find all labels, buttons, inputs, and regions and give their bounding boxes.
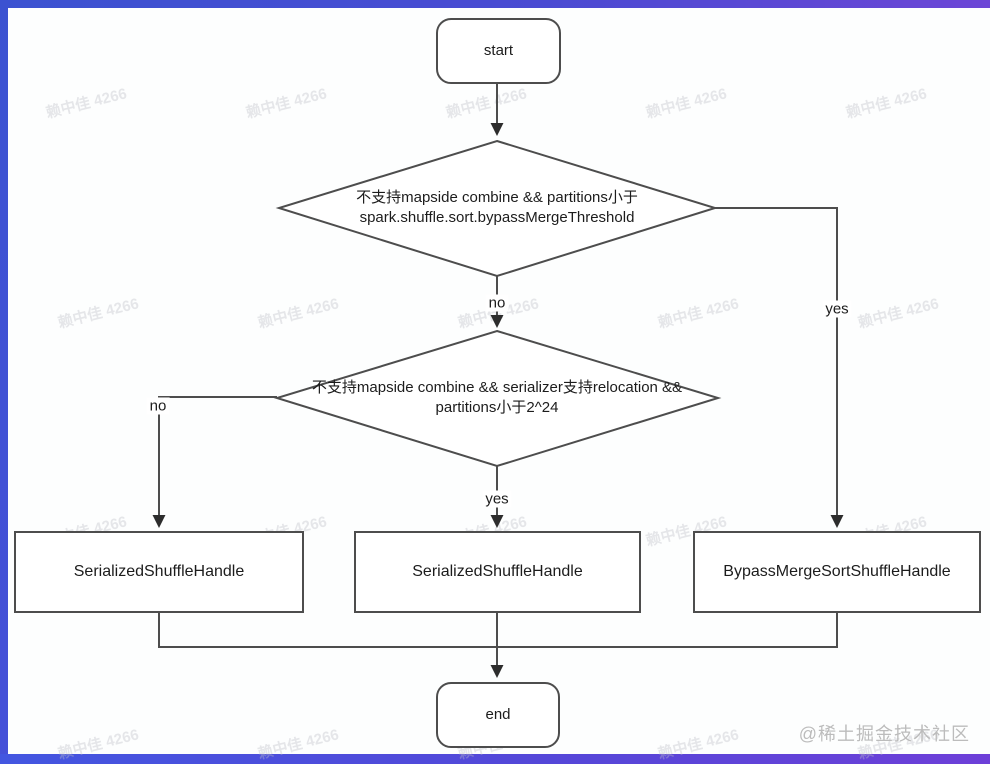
box-left-text: SerializedShuffleHandle (73, 563, 245, 580)
box-center-text: SerializedShuffleHandle (412, 563, 583, 580)
decision1-no-label: no (485, 294, 509, 312)
box-right-label: BypassMergeSortShuffleHandle (694, 532, 980, 612)
decision1-yes-label: yes (822, 300, 852, 318)
box-left-label: SerializedShuffleHandle (15, 532, 303, 612)
frame-bottom-border (0, 754, 990, 764)
decision2-label: 不支持mapside combine && serializer支持reloca… (272, 370, 722, 426)
box-center-label: SerializedShuffleHandle (355, 532, 640, 612)
decision1-line2: spark.shuffle.sort.bypassMergeThreshold (359, 209, 635, 226)
start-node-label: start (437, 19, 560, 83)
edge-decision2-no (152, 396, 277, 528)
start-node-shape (436, 18, 561, 84)
start-text: start (483, 42, 514, 59)
end-text: end (485, 706, 511, 723)
frame-top-border (0, 0, 990, 8)
frame-left-border (0, 0, 8, 764)
decision2-yes-label: yes (482, 490, 512, 508)
end-node-label: end (437, 683, 559, 747)
edge-decision1-yes (715, 207, 844, 528)
decision1-label: 不支持mapside combine && partitions小于 spark… (292, 180, 702, 236)
end-node-shape (436, 682, 560, 748)
decision2-line2: partitions小于2^24 (435, 399, 559, 416)
decision1-line1: 不支持mapside combine && partitions小于 (356, 189, 638, 206)
decision2-no-label: no (146, 397, 170, 415)
box-left-shape (14, 531, 304, 613)
decision2-line1: 不支持mapside combine && serializer支持reloca… (311, 379, 683, 396)
box-right-text: BypassMergeSortShuffleHandle (723, 563, 951, 580)
juejin-credit: @稀土掘金技术社区 (798, 724, 970, 744)
box-right-shape (693, 531, 981, 613)
